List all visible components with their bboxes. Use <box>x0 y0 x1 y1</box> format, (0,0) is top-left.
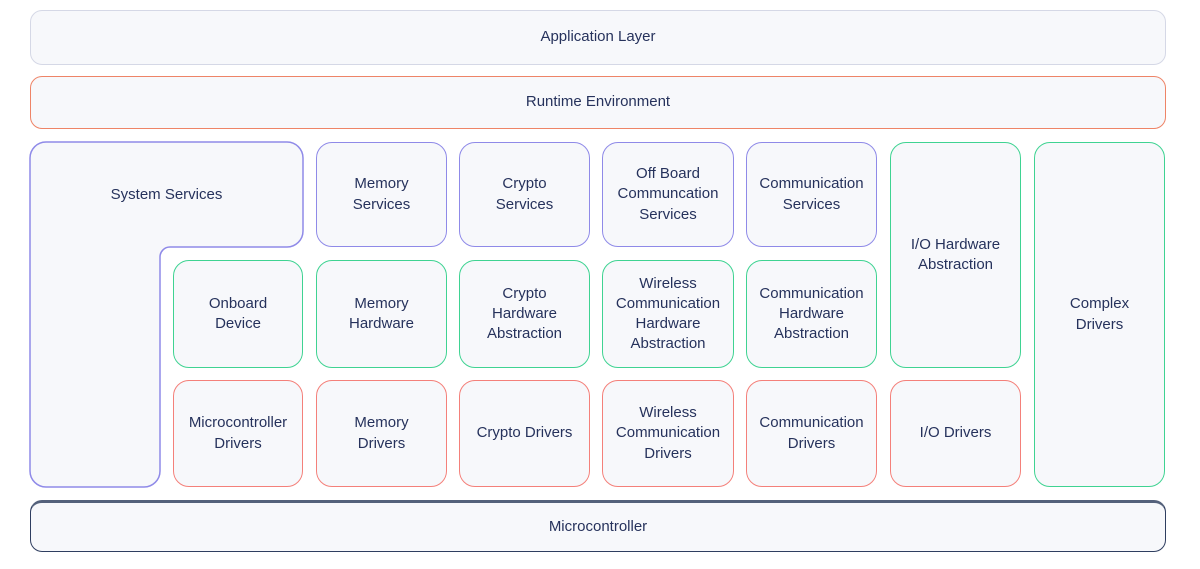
runtime-environment-label: Runtime Environment <box>525 93 671 111</box>
communication-hardware-abstraction-box: Communication Hardware Abstraction <box>746 260 877 368</box>
microcontroller-label: Microcontroller <box>548 517 648 535</box>
memory-hardware-label: Memory Hardware <box>348 294 415 332</box>
memory-hardware-box: Memory Hardware <box>316 260 447 368</box>
crypto-hardware-abstraction-box: Crypto Hardware Abstraction <box>459 260 590 368</box>
memory-drivers-box: Memory Drivers <box>316 380 447 487</box>
crypto-drivers-box: Crypto Drivers <box>459 380 590 487</box>
communication-services-box: Communication Services <box>746 142 877 247</box>
crypto-services-label: Crypto Services <box>495 175 554 213</box>
communication-services-label: Communication Services <box>759 175 864 213</box>
off-board-communcation-services-box: Off Board Communcation Services <box>602 142 734 247</box>
crypto-services-box: Crypto Services <box>459 142 590 247</box>
system-services-label: System Services <box>110 186 223 203</box>
application-layer-box: Application Layer <box>30 10 1166 65</box>
system-services-shape <box>29 141 304 488</box>
crypto-drivers-label: Crypto Drivers <box>476 424 573 442</box>
memory-services-box: Memory Services <box>316 142 447 247</box>
crypto-hardware-abstraction-label: Crypto Hardware Abstraction <box>486 284 563 343</box>
wireless-communication-hardware-abstraction-box: Wireless Communication Hardware Abstract… <box>602 260 734 368</box>
microcontroller-drivers-label: Microcontroller Drivers <box>188 414 288 452</box>
wireless-communication-hardware-abstraction-label: Wireless Communication Hardware Abstract… <box>615 274 721 353</box>
application-layer-label: Application Layer <box>540 28 656 46</box>
off-board-communcation-services-label: Off Board Communcation Services <box>617 165 719 223</box>
complex-drivers-label: Complex Drivers <box>1069 295 1130 333</box>
wireless-communication-drivers-label: Wireless Communication Drivers <box>615 404 721 462</box>
runtime-environment-box: Runtime Environment <box>30 76 1166 129</box>
io-hardware-abstraction-box: I/O Hardware Abstraction <box>890 142 1021 368</box>
io-drivers-label: I/O Drivers <box>919 424 992 442</box>
complex-drivers-box: Complex Drivers <box>1034 142 1165 487</box>
microcontroller-box: Microcontroller <box>30 500 1166 552</box>
io-drivers-box: I/O Drivers <box>890 380 1021 487</box>
communication-drivers-box: Communication Drivers <box>746 380 877 487</box>
system-services-box <box>29 141 304 488</box>
communication-hardware-abstraction-label: Communication Hardware Abstraction <box>759 284 864 343</box>
wireless-communication-drivers-box: Wireless Communication Drivers <box>602 380 734 487</box>
io-hardware-abstraction-label: I/O Hardware Abstraction <box>910 235 1001 273</box>
onboard-device-box: Onboard Device <box>173 260 303 368</box>
microcontroller-drivers-box: Microcontroller Drivers <box>173 380 303 487</box>
memory-services-label: Memory Services <box>352 175 411 213</box>
communication-drivers-label: Communication Drivers <box>759 414 864 452</box>
onboard-device-label: Onboard Device <box>208 294 268 332</box>
memory-drivers-label: Memory Drivers <box>354 414 409 452</box>
